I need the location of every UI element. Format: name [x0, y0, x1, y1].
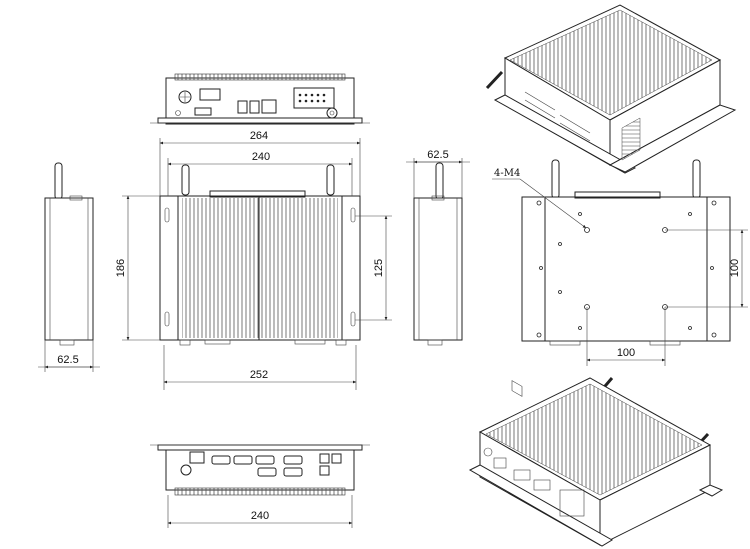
- front-view: [150, 73, 370, 125]
- dim-252: 252: [250, 369, 268, 381]
- iso-view-bottom: [468, 377, 724, 547]
- dim-100-horizontal: 100: [617, 347, 635, 359]
- dim-125: 125: [373, 259, 385, 277]
- iso-view-top: [485, 4, 737, 397]
- bottom-view: [521, 159, 731, 346]
- dim-186: 186: [115, 259, 127, 277]
- rear-view: [150, 444, 370, 496]
- top-view: [159, 164, 361, 346]
- dim-264: 264: [250, 130, 268, 142]
- left-side-view: [44, 162, 94, 346]
- dim-240-top: 240: [252, 151, 270, 163]
- dim-240-bottom: 240: [251, 510, 269, 522]
- dim-4-m4: 4-M4: [494, 168, 520, 179]
- dim-100-vertical: 100: [729, 259, 741, 277]
- right-side-view: [413, 162, 463, 346]
- dim-62-5-left: 62.5: [57, 354, 78, 366]
- dimension-lines: [38, 138, 748, 528]
- dim-62-5-right: 62.5: [427, 149, 448, 161]
